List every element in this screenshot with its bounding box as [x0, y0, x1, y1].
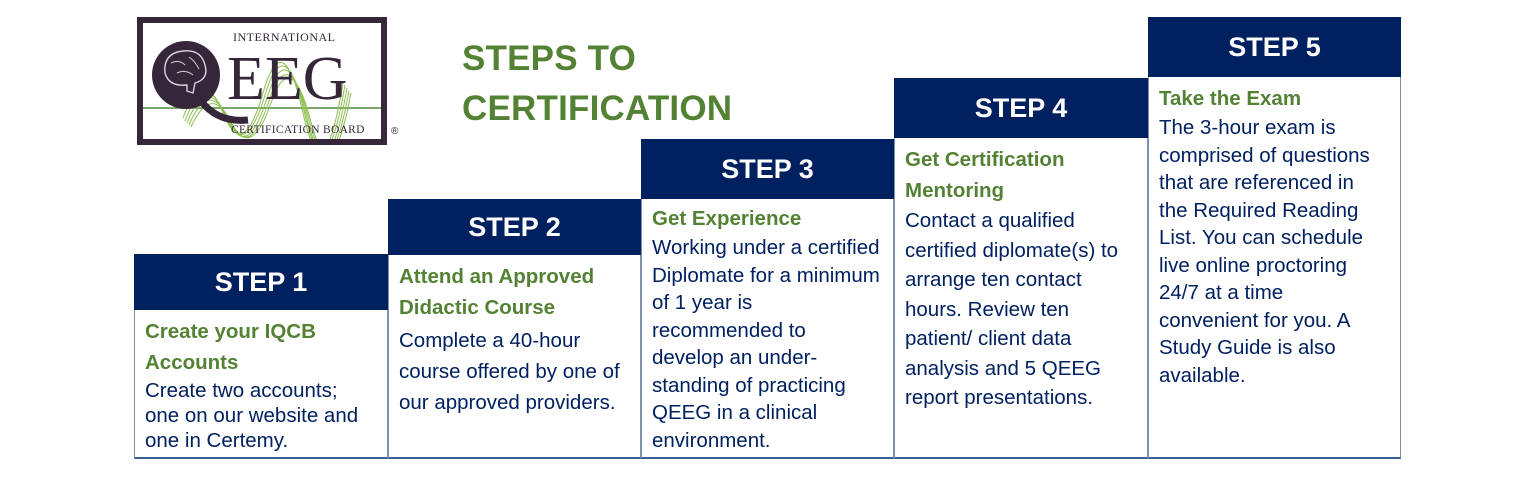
step-3: STEP 3 Get Experience Working under a ce… — [641, 139, 894, 459]
step-5-description: The 3-hour exam is comprised of question… — [1159, 116, 1370, 387]
step-3-description: Working under a certified Diplomate for … — [652, 236, 880, 452]
iqcb-logo: INTERNATIONAL EEG CERTIFICATION BOARD — [137, 17, 387, 145]
step-3-body: Get Experience Working under a certified… — [641, 199, 894, 459]
step-4-description: Contact a qualified certified diplomate(… — [905, 209, 1119, 409]
step-4-header: STEP 4 — [894, 78, 1148, 138]
title-line-2: CERTIFICATION — [462, 89, 733, 128]
step-5-subtitle: Take the Exam — [1159, 87, 1302, 110]
step-2-body: Attend an Approved Didactic Course Compl… — [388, 255, 641, 459]
step-5-header: STEP 5 — [1148, 17, 1401, 77]
svg-text:EEG: EEG — [227, 45, 348, 113]
step-5: STEP 5 Take the Exam The 3-hour exam is … — [1148, 17, 1401, 459]
eeg-wave-icon — [182, 61, 352, 139]
step-2-subtitle: Attend an Approved Didactic Course — [399, 265, 595, 319]
page-title: STEPS TO CERTIFICATION — [462, 34, 732, 134]
step-2-description: Complete a 40-hour course offered by one… — [399, 329, 620, 414]
step-4-body: Get Certification Mentoring Contact a qu… — [894, 138, 1148, 459]
step-4-subtitle: Get Certification Mentoring — [905, 148, 1065, 202]
step-3-header: STEP 3 — [641, 139, 894, 199]
step-5-body: Take the Exam The 3-hour exam is compris… — [1148, 77, 1401, 459]
logo-graphic: INTERNATIONAL EEG CERTIFICATION BOARD — [143, 30, 381, 139]
step-2: STEP 2 Attend an Approved Didactic Cours… — [388, 199, 641, 459]
step-1-subtitle: Create your IQCB Accounts — [145, 320, 316, 374]
brain-icon — [152, 41, 249, 124]
step-2-header: STEP 2 — [388, 199, 641, 255]
step-1-header: STEP 1 — [134, 254, 388, 310]
step-1-description: Create two accounts; one on our website … — [145, 379, 359, 452]
svg-text:CERTIFICATION BOARD: CERTIFICATION BOARD — [231, 124, 365, 136]
step-1-body: Create your IQCB Accounts Create two acc… — [134, 310, 388, 459]
step-3-subtitle: Get Experience — [652, 207, 802, 230]
step-1: STEP 1 Create your IQCB Accounts Create … — [134, 254, 388, 459]
registered-mark: ® — [391, 126, 399, 137]
title-line-1: STEPS TO — [462, 39, 637, 78]
step-4: STEP 4 Get Certification Mentoring Conta… — [894, 78, 1148, 459]
svg-text:INTERNATIONAL: INTERNATIONAL — [233, 30, 335, 44]
